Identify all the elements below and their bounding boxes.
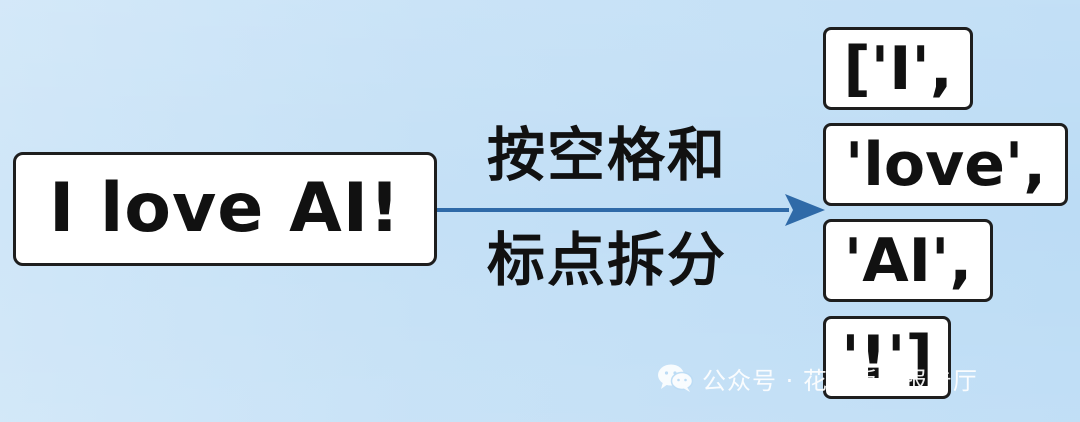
watermark-text: 公众号 · 花老板的报告厅: [702, 366, 978, 395]
operation-label-line-2: 标点拆分: [487, 226, 728, 294]
split-arrow-icon: [437, 194, 825, 226]
wechat-icon: [658, 364, 694, 392]
token-box-2: 'love',: [823, 123, 1068, 206]
token-box-1: ['I',: [823, 27, 973, 110]
token-box-3: 'AI',: [823, 219, 993, 302]
input-sentence-text: I love AI!: [48, 169, 402, 248]
input-sentence-box: I love AI!: [13, 152, 437, 266]
operation-label-line-1: 按空格和: [487, 121, 728, 189]
watermark: 公众号 · 花老板的报告厅: [656, 362, 978, 395]
token-box-4: '!']: [823, 316, 951, 399]
